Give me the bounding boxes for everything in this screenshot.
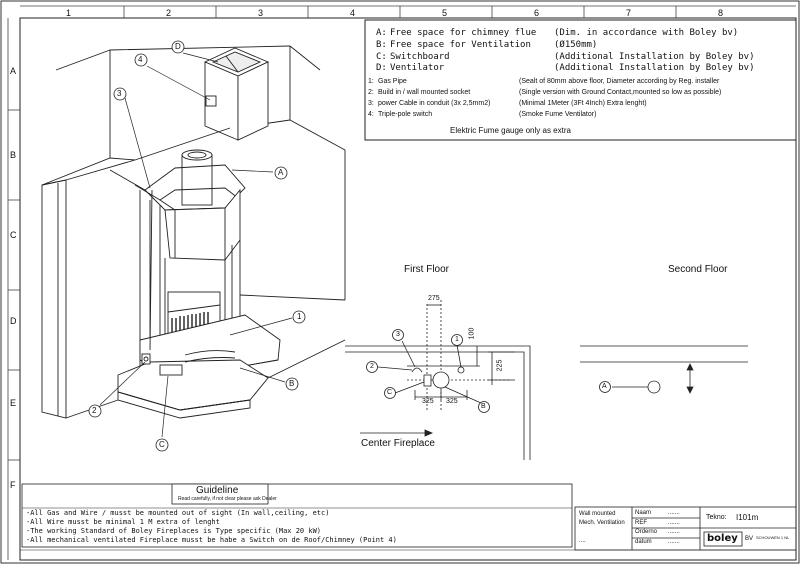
center-fireplace-label: Center Fireplace <box>361 438 435 449</box>
guideline-line-4: -All mechanical ventilated Fireplace mus… <box>26 536 397 544</box>
row-label: B <box>10 150 17 160</box>
titleblock-dots: ....... <box>668 520 680 526</box>
callout-3: 3 <box>117 89 122 98</box>
ff-callout-c: C <box>387 389 393 396</box>
ff-callout-b: B <box>481 403 486 410</box>
row-label: F <box>10 480 16 490</box>
legend-key-d: D: <box>376 63 387 73</box>
ff-callout-3: 3 <box>396 331 400 338</box>
column-label: 5 <box>442 8 448 18</box>
legend-note-b: (Ø150mm) <box>554 40 598 50</box>
legend-label-c: Switchboard <box>390 52 450 62</box>
guideline-title: Guideline <box>196 485 239 496</box>
titleblock-dots: ....... <box>668 510 680 516</box>
legend-note-4: (Smoke Fume Ventilator) <box>519 111 597 118</box>
guideline-box <box>21 483 573 548</box>
titleblock-tekno-label: Tekno: <box>706 514 727 521</box>
row-label: D <box>10 316 17 326</box>
legend-label-1: Gas Pipe <box>378 78 407 85</box>
callout-1: 1 <box>297 312 302 321</box>
legend-key-2: 2: <box>368 89 374 96</box>
legend-label-b: Free space for Ventilation <box>390 40 531 50</box>
guideline-line-3: -The working Standard of Boley Fireplace… <box>26 527 322 535</box>
legend-note-3: (Minimal 1Meter (3Ft 4Inch) Extra lenght… <box>519 100 647 107</box>
callout-circles <box>88 40 306 452</box>
guideline-line-1: -All Gas and Wire / musst be mounted out… <box>26 509 330 517</box>
titleblock-desc-3: .... <box>579 538 586 544</box>
titleblock-address: SCHOUWEN 1 NL <box>756 535 790 540</box>
callout-leaders <box>99 52 293 438</box>
titleblock-field-naam: Naam <box>635 510 652 516</box>
legend-key-a: A: <box>376 28 387 38</box>
first-floor-callouts <box>366 329 490 413</box>
titleblock-dots: ....... <box>668 539 680 545</box>
legend-label-d: Ventilator <box>390 63 445 73</box>
column-label: 2 <box>166 8 172 18</box>
titleblock-desc-1: Wall mounted <box>579 511 616 517</box>
dimension-275: 275 <box>428 295 440 302</box>
titleblock-field-datum: datum <box>635 539 652 545</box>
dimension-325-left: 325 <box>422 398 434 405</box>
column-label: 6 <box>534 8 540 18</box>
row-label: E <box>10 398 17 408</box>
dimension-100: 100 <box>468 327 476 340</box>
sf-callout-a: A <box>602 383 607 390</box>
first-floor-title: First Floor <box>404 264 449 275</box>
column-label: 7 <box>626 8 632 18</box>
legend-key-4: 4: <box>368 111 374 118</box>
column-label: 4 <box>350 8 356 18</box>
second-floor-callout-a <box>599 381 611 393</box>
legend-note-c: (Additional Installation by Boley bv) <box>554 52 755 62</box>
row-grid <box>7 18 20 560</box>
row-label: C <box>10 230 17 240</box>
column-label: 8 <box>718 8 724 18</box>
callout-b: B <box>289 379 295 388</box>
legend-label-3: power Cable in conduit (3x 2,5mm2) <box>378 100 491 107</box>
legend-key-1: 1: <box>368 78 374 85</box>
column-label: 3 <box>258 8 264 18</box>
legend-note-a: (Dim. in accordance with Boley bv) <box>554 28 739 38</box>
boley-logo: boley <box>707 533 738 544</box>
dimension-325-right: 325 <box>446 398 458 405</box>
first-floor-plan <box>345 300 531 460</box>
boley-logo-suffix: BV <box>745 536 754 542</box>
callout-d: D <box>175 42 181 51</box>
title-block <box>574 506 797 551</box>
legend-label-2: Build in / wall mounted socket <box>378 89 471 96</box>
fireplace-isometric-drawing <box>41 45 346 419</box>
legend-key-3: 3: <box>368 100 374 107</box>
legend-label-4: Triple-pole switch <box>378 111 433 118</box>
legend-box <box>364 19 797 141</box>
legend-note-2: (Single version with Ground Contact,moun… <box>519 89 722 96</box>
legend-note-1: (Sealt of 80mm above floor, Diameter acc… <box>519 78 720 85</box>
callout-a: A <box>278 168 284 177</box>
second-floor-plan <box>580 345 748 394</box>
legend-key-c: C: <box>376 52 387 62</box>
ff-callout-2: 2 <box>370 363 374 370</box>
dimension-225: 225 <box>496 359 504 372</box>
titleblock-dots: ....... <box>668 529 680 535</box>
callout-c: C <box>159 440 165 449</box>
callout-4: 4 <box>138 55 143 64</box>
column-grid <box>20 5 796 18</box>
guideline-subtitle: Read carefully, if not clear please ask … <box>178 496 277 502</box>
titleblock-desc-2: Mech. Ventilation <box>579 520 625 526</box>
ff-callout-1: 1 <box>455 336 459 343</box>
second-floor-title: Second Floor <box>668 264 728 275</box>
titleblock-field-ref: REF <box>635 520 647 526</box>
callout-2: 2 <box>92 406 97 415</box>
legend-note-d: (Additional Installation by Boley bv) <box>554 63 755 73</box>
titleblock-field-orderno: Orderno <box>635 529 658 535</box>
titleblock-tekno-value: I101m <box>736 513 759 522</box>
guideline-line-2: -All Wire musst be minimal 1 M extra of … <box>26 518 220 526</box>
legend-key-b: B: <box>376 40 387 50</box>
row-label: A <box>10 66 17 76</box>
column-label: 1 <box>66 8 72 18</box>
legend-footer: Elektric Fume gauge only as extra <box>450 126 571 135</box>
legend-label-a: Free space for chimney flue <box>390 28 537 38</box>
